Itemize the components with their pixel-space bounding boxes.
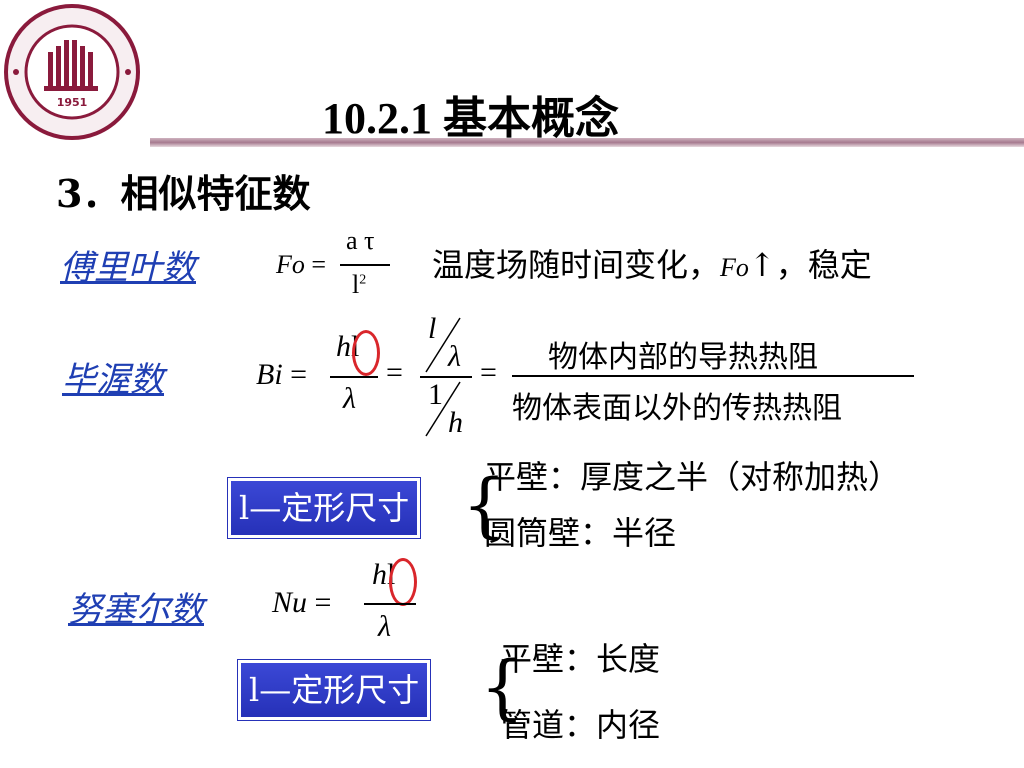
nusselt-symbol-text: Nu <box>272 586 308 619</box>
fourier-description: 温度场随时间变化，Fo↑，稳定 <box>432 240 872 286</box>
biot-external-resistance: 物体表面以外的传热热阻 <box>512 391 842 426</box>
fourier-symbol-text: Fo <box>276 250 305 279</box>
fourier-symbol: Fo = <box>276 250 326 280</box>
biot-frac1-bar <box>330 376 378 378</box>
biot-internal-resistance: 物体内部的导热热阻 <box>548 340 818 375</box>
nusselt-note-pipe: 管道：内径 <box>500 706 661 744</box>
biot-number-link[interactable]: 毕渥数 <box>62 360 164 400</box>
equals-sign: = <box>311 250 327 279</box>
biot-frac1-denominator: λ <box>343 382 356 415</box>
biot-frac2-den-one: 1 <box>428 378 443 411</box>
biot-slashes <box>425 317 461 437</box>
nusselt-fraction-bar <box>364 603 416 605</box>
biot-frac3-bar <box>512 375 914 377</box>
left-brace-2: { <box>480 646 525 728</box>
university-seal-icon: 1951 <box>4 4 140 140</box>
biot-frac2-num-l: l <box>428 312 437 345</box>
fourier-den-exp: 2 <box>359 272 367 288</box>
biot-frac2-den-h: h <box>448 406 463 439</box>
fourier-desc-part1: 温度场随时间变化， <box>432 246 721 284</box>
fourier-numerator: a τ <box>346 226 375 255</box>
page-title: 10.2.1 基本概念 <box>322 94 619 143</box>
nusselt-number-link[interactable]: 努塞尔数 <box>68 590 204 630</box>
biot-l-highlight-ring <box>352 330 380 376</box>
left-brace: { <box>462 464 507 546</box>
biot-note-plane-wall: 平壁：厚度之半（对称加热） <box>484 458 901 496</box>
biot-symbol: Bi = <box>256 358 307 392</box>
biot-frac2-num-lambda: λ <box>448 340 461 373</box>
biot-symbol-text: Bi <box>256 358 283 391</box>
fourier-desc-symbol: Fo <box>720 253 749 282</box>
fourier-denominator: l2 <box>352 270 366 300</box>
nusselt-note-plane-wall: 平壁：长度 <box>500 640 661 678</box>
nusselt-symbol: Nu = <box>272 586 331 620</box>
biot-note-cylinder-wall: 圆筒壁：半径 <box>484 514 677 552</box>
fourier-den-base: l <box>352 270 360 299</box>
nusselt-denominator: λ <box>378 610 391 643</box>
nusselt-h: h <box>372 558 387 591</box>
fourier-number-link[interactable]: 傅里叶数 <box>60 248 196 288</box>
fourier-fraction-bar <box>340 264 390 266</box>
equals-sign-2: = <box>386 356 403 389</box>
title-divider <box>150 138 1024 147</box>
biot-h: h <box>336 330 351 363</box>
characteristic-length-label: l—定形尺寸 <box>228 478 421 538</box>
characteristic-length-label-2: l—定形尺寸 <box>238 660 431 720</box>
biot-frac2-bar <box>420 376 472 378</box>
section-heading: 3．相似特征数 <box>56 171 311 216</box>
equals-sign-3: = <box>480 356 497 389</box>
university-logo: 1951 <box>2 2 142 142</box>
logo-year: 1951 <box>57 96 88 109</box>
fourier-desc-part2: ↑，稳定 <box>748 246 872 284</box>
nusselt-l-highlight-ring <box>389 558 417 606</box>
equals-sign: = <box>290 358 308 391</box>
equals-sign: = <box>314 586 332 619</box>
